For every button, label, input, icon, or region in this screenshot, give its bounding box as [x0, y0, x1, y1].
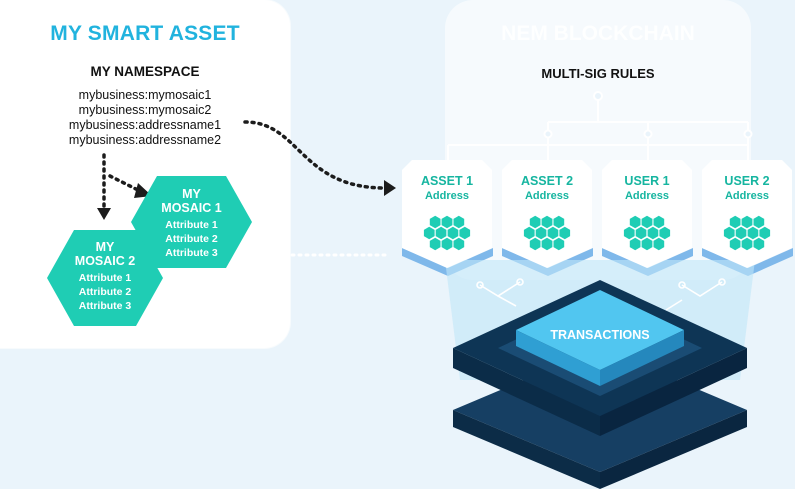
- honeycomb-cell: [541, 215, 553, 229]
- mosaic2-title-line1: MY: [95, 240, 115, 254]
- honeycomb-cell: [623, 226, 635, 240]
- honeycomb-cell: [759, 226, 771, 240]
- honeycomb-cell: [423, 226, 435, 240]
- honeycomb-cell: [729, 215, 741, 229]
- honeycomb-cell: [435, 226, 447, 240]
- link-icons: [476, 278, 726, 311]
- mosaic2-title-line2: MOSAIC 2: [74, 254, 136, 268]
- honeycomb-cell: [753, 237, 765, 251]
- honeycomb-cell: [647, 226, 659, 240]
- honeycomb-cell: [529, 237, 541, 251]
- transactions-label: TRANSACTIONS: [550, 328, 650, 342]
- blockchain-panel: [445, 0, 751, 280]
- address-card-user-2: USER 2 Address: [702, 160, 792, 270]
- namespace-to-blockchain-connector: [243, 120, 387, 190]
- honeycomb-cell: [529, 215, 541, 229]
- honeycomb-cell: [453, 215, 465, 229]
- honeycomb-cell: [723, 226, 735, 240]
- card-title: ASSET 2: [520, 174, 574, 188]
- mosaic1-attribute: Attribute 3: [165, 247, 218, 259]
- honeycomb-cell: [753, 215, 765, 229]
- honeycomb-cell: [441, 215, 453, 229]
- honeycomb-cell: [741, 215, 753, 229]
- honeycomb-cell: [629, 237, 641, 251]
- card-subtitle: Address: [724, 190, 770, 202]
- honeycomb-cell: [429, 215, 441, 229]
- mosaic2-attribute: Attribute 2: [78, 286, 132, 298]
- transaction-platform: [453, 280, 747, 489]
- honeycomb-cell: [641, 215, 653, 229]
- address-card-asset-1: ASSET 1 Address: [402, 160, 492, 270]
- honeycomb-icon: [523, 215, 571, 251]
- mosaic2-attribute: Attribute 1: [78, 272, 132, 284]
- blockchain-arrowhead-icon: [384, 180, 396, 196]
- blockchain-title: NEM BLOCKCHAIN: [501, 22, 695, 45]
- namespace-item: mybusiness:mymosaic1: [78, 88, 212, 102]
- address-card-asset-2: ASSET 2 Address: [502, 160, 592, 270]
- honeycomb-cell: [559, 226, 571, 240]
- namespace-title: MY NAMESPACE: [90, 64, 200, 79]
- honeycomb-cell: [547, 226, 559, 240]
- honeycomb-cell: [523, 226, 535, 240]
- honeycomb-cell: [741, 237, 753, 251]
- card-subtitle: Address: [624, 190, 670, 202]
- card-subtitle: Address: [424, 190, 470, 202]
- honeycomb-cell: [535, 226, 547, 240]
- multisig-rules-title: MULTI-SIG RULES: [541, 66, 655, 81]
- honeycomb-icon: [423, 215, 471, 251]
- honeycomb-icon: [723, 215, 771, 251]
- honeycomb-cell: [653, 237, 665, 251]
- honeycomb-cell: [635, 226, 647, 240]
- honeycomb-cell: [553, 237, 565, 251]
- mosaic2-arrowhead-icon: [97, 208, 111, 220]
- honeycomb-cell: [659, 226, 671, 240]
- card-title: ASSET 1: [420, 174, 474, 188]
- mosaic2-attribute: Attribute 3: [78, 300, 132, 312]
- namespace-item: mybusiness:addressname2: [68, 133, 222, 147]
- honeycomb-cell: [653, 215, 665, 229]
- mosaic2-hexagon: [47, 230, 163, 326]
- mosaic1-title-line1: MY: [182, 187, 201, 201]
- smart-asset-title: MY SMART ASSET: [50, 22, 240, 45]
- multisig-rules-tree: [447, 98, 749, 160]
- mosaic1-title-line2: MOSAIC 1: [161, 201, 222, 215]
- honeycomb-icon: [623, 215, 671, 251]
- mosaic1-attribute: Attribute 1: [165, 219, 218, 231]
- honeycomb-cell: [641, 237, 653, 251]
- honeycomb-cell: [459, 226, 471, 240]
- honeycomb-cell: [629, 215, 641, 229]
- namespace-item: mybusiness:mymosaic2: [78, 103, 212, 117]
- mosaic1-hexagon: [131, 176, 252, 268]
- honeycomb-cell: [429, 237, 441, 251]
- multisig-rules-nodes: [543, 91, 753, 139]
- honeycomb-cell: [441, 237, 453, 251]
- namespace-item: mybusiness:addressname1: [68, 118, 222, 132]
- card-title: USER 1: [624, 174, 670, 188]
- card-subtitle: Address: [524, 190, 570, 202]
- address-card-user-1: USER 1 Address: [602, 160, 692, 270]
- card-title: USER 2: [724, 174, 770, 188]
- honeycomb-cell: [729, 237, 741, 251]
- honeycomb-cell: [453, 237, 465, 251]
- honeycomb-cell: [541, 237, 553, 251]
- honeycomb-cell: [447, 226, 459, 240]
- mosaic1-attribute: Attribute 2: [165, 233, 218, 245]
- honeycomb-cell: [747, 226, 759, 240]
- honeycomb-cell: [735, 226, 747, 240]
- honeycomb-cell: [553, 215, 565, 229]
